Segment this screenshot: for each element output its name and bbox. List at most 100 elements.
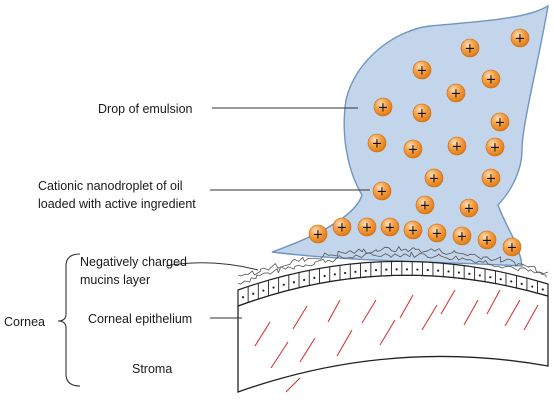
cationic-nanodroplet: +	[403, 220, 423, 240]
nanodroplet-body	[477, 230, 497, 250]
epithelium-cell-nucleus	[313, 276, 316, 279]
cationic-nanodroplet: +	[332, 217, 352, 237]
nanodroplet-body	[412, 60, 432, 80]
corneal-epithelium	[237, 260, 549, 307]
cationic-nanodroplet: +	[452, 226, 472, 246]
nanodroplet-body	[447, 136, 467, 156]
label-mucins-line1: Negatively charged	[80, 255, 187, 269]
label-cornea: Cornea	[4, 315, 45, 329]
label-nanodroplet-line2: loaded with active ingredient	[38, 197, 196, 211]
nanodroplet-plus-sign: +	[507, 241, 518, 256]
cationic-nanodroplet: +	[424, 168, 444, 188]
nanodroplet-plus-sign: +	[452, 140, 463, 155]
epithelium-cell-nucleus	[364, 269, 367, 272]
nanodroplet-plus-sign: +	[495, 116, 506, 131]
nanodroplet-plus-sign: +	[432, 227, 443, 242]
nanodroplet-body	[424, 168, 444, 188]
nanodroplet-plus-sign: +	[378, 101, 389, 116]
nanodroplet-plus-sign: +	[464, 202, 475, 217]
epithelium-cell-nucleus	[531, 285, 534, 288]
cationic-nanodroplet: +	[427, 223, 447, 243]
emulsion-drop	[271, 4, 549, 267]
label-corneal-epithelium: Corneal epithelium	[88, 312, 192, 326]
nanodroplet-body	[403, 139, 423, 159]
cationic-nanodroplet: +	[403, 139, 423, 159]
nanodroplet-body	[502, 237, 522, 257]
nanodroplet-body	[459, 198, 479, 218]
stroma-layer	[237, 274, 549, 393]
epithelium-cell-nucleus	[323, 274, 326, 278]
nanodroplet-body	[380, 217, 400, 237]
nanodroplet-plus-sign: +	[486, 73, 497, 88]
nanodroplet-body	[427, 223, 447, 243]
nanodroplet-body	[308, 224, 328, 244]
nanodroplet-body	[372, 181, 392, 201]
epithelium-cell-nucleus	[510, 280, 513, 283]
epithelium-cell-nucleus	[416, 268, 419, 271]
leader-mucins	[165, 262, 259, 271]
nanodroplet-plus-sign: +	[482, 234, 493, 249]
epithelium-cell-nucleus	[478, 274, 481, 277]
nanodroplet-plus-sign: +	[417, 64, 428, 79]
nanodroplet-plus-sign: +	[515, 32, 526, 47]
epithelium-cell-nucleus	[541, 288, 544, 291]
cationic-nanodroplet: +	[357, 217, 377, 237]
mucins-layer	[238, 246, 549, 285]
cationic-nanodroplet: +	[459, 198, 479, 218]
nanodroplet-plus-sign: +	[465, 42, 476, 57]
epithelium-cell-nucleus	[405, 268, 409, 271]
nanodroplet-body	[357, 217, 377, 237]
nanodroplet-plus-sign: +	[337, 221, 348, 236]
epithelium-cell-nucleus	[385, 268, 388, 271]
stroma-lines	[254, 289, 539, 393]
cationic-nanodroplet: +	[308, 224, 328, 244]
nanodroplet-body	[403, 220, 423, 240]
cationic-nanodroplet: +	[477, 230, 497, 250]
cationic-nanodroplet: +	[481, 168, 501, 188]
epithelium-cell-nucleus	[262, 289, 265, 292]
nanodroplet-plus-sign: +	[377, 185, 388, 200]
cationic-nanodroplet: +	[446, 83, 466, 103]
cationic-nanodroplet: +	[485, 137, 505, 157]
cationic-nanodroplet: +	[412, 60, 432, 80]
cationic-nanodroplet: +	[502, 237, 522, 257]
nanodroplet-body	[412, 103, 432, 123]
nanodroplet-plus-sign: +	[451, 87, 462, 102]
leader-lines	[165, 107, 370, 319]
nanodroplet-plus-sign: +	[372, 137, 383, 152]
epithelium-cell-nucleus	[241, 296, 245, 299]
nanodroplet-body	[460, 38, 480, 58]
nanodroplet-body	[367, 133, 387, 153]
cationic-nanodroplet: +	[367, 133, 387, 153]
label-mucins-line2: mucins layer	[80, 273, 150, 287]
cationic-nanodroplet: +	[380, 217, 400, 237]
epithelium-cell-nucleus	[489, 276, 492, 279]
epithelium-cell-nucleus	[426, 268, 429, 272]
epithelium-cell-nucleus	[303, 278, 306, 282]
nanodroplet-plus-sign: +	[385, 221, 396, 236]
nanodroplet-body	[490, 112, 510, 132]
cationic-nanodroplet: +	[447, 136, 467, 156]
cornea-bracket	[57, 253, 81, 387]
epithelium-cell-nucleus	[457, 271, 461, 274]
nanodroplet-body	[481, 69, 501, 89]
nanodroplet-body	[446, 83, 466, 103]
nanodroplets: ++++++++++++++++++++++++++	[308, 28, 530, 257]
label-nanodroplet-line1: Cationic nanodroplet of oil	[38, 179, 183, 193]
cationic-nanodroplet: +	[412, 103, 432, 123]
cationic-nanodroplet: +	[460, 38, 480, 58]
cationic-nanodroplet: +	[415, 195, 435, 215]
nanodroplet-body	[332, 217, 352, 237]
nanodroplet-plus-sign: +	[457, 230, 468, 245]
nanodroplet-plus-sign: +	[313, 228, 324, 243]
nanodroplet-plus-sign: +	[486, 172, 497, 187]
nanodroplet-body	[452, 226, 472, 246]
epithelium-cell-nucleus	[520, 282, 523, 285]
epithelium-cell-nucleus	[292, 281, 296, 284]
cationic-nanodroplet: +	[373, 97, 393, 117]
epithelium-cell-nucleus	[252, 292, 255, 295]
epithelium-cell-nucleus	[282, 283, 285, 286]
epithelium-cell-nucleus	[437, 269, 440, 272]
